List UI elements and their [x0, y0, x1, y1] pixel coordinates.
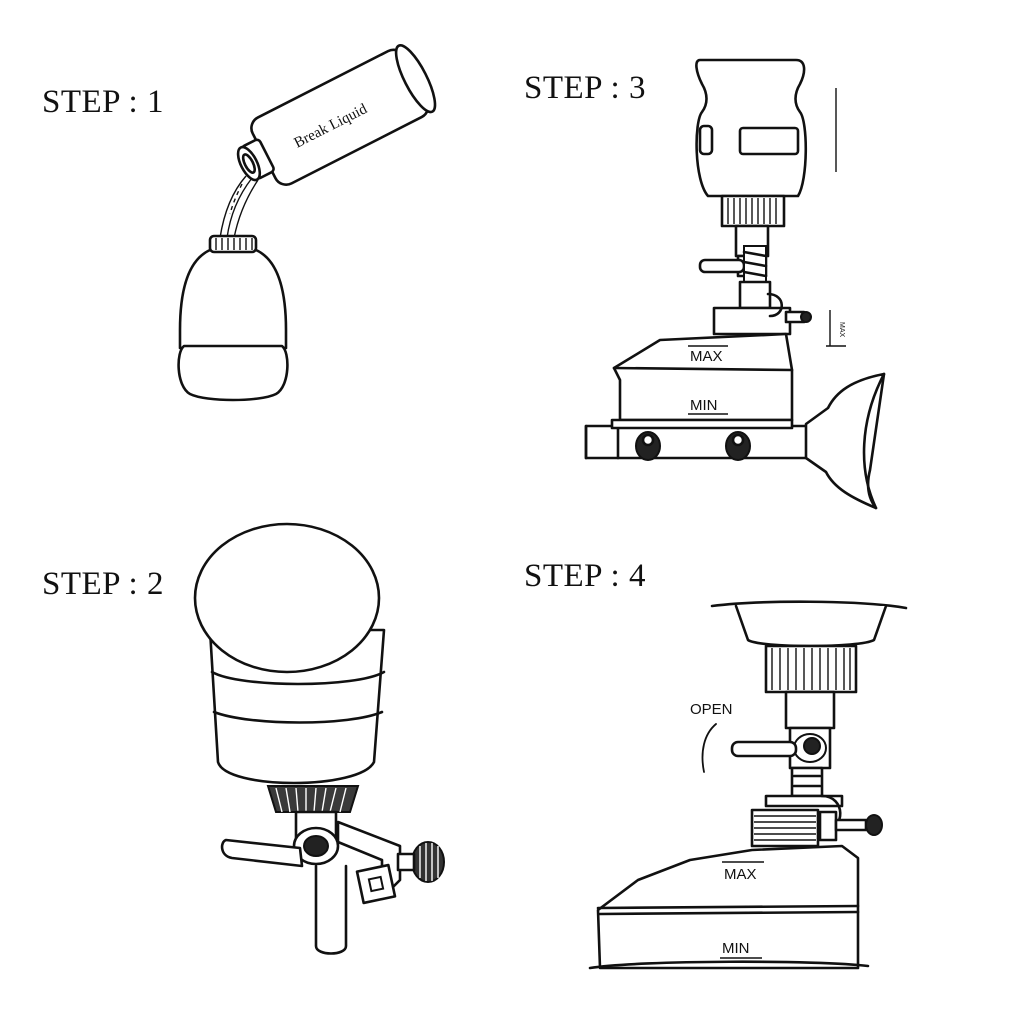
max-label-step4: MAX [724, 866, 757, 883]
step-2-label: STEP : 2 [42, 566, 164, 602]
max-label: MAX [690, 348, 723, 365]
brake-liquid-bottle: Break Liquid [236, 44, 437, 186]
valve-lever-open [730, 740, 798, 758]
step-1-illustration: Break Liquid [177, 44, 437, 402]
master-reservoir [612, 332, 794, 422]
side-mark: MAX [838, 322, 845, 338]
feed-pipe [314, 864, 348, 955]
valve-lever [220, 838, 304, 868]
cup-bottom [193, 522, 381, 674]
brake-booster [804, 372, 886, 510]
step-3-illustration: MAX MAX MIN [584, 58, 886, 510]
step-2-illustration [193, 522, 445, 955]
open-arrow [701, 723, 717, 773]
step-4-label: STEP : 4 [524, 558, 646, 594]
reservoir-cup [177, 234, 289, 402]
min-label: MIN [690, 397, 718, 414]
step-3-label: STEP : 3 [524, 70, 646, 106]
step-1-label: STEP : 1 [42, 84, 164, 120]
open-label: OPEN [690, 701, 733, 718]
step-4-illustration: OPEN MAX MIN [588, 600, 908, 970]
min-label-step4: MIN [722, 940, 750, 957]
